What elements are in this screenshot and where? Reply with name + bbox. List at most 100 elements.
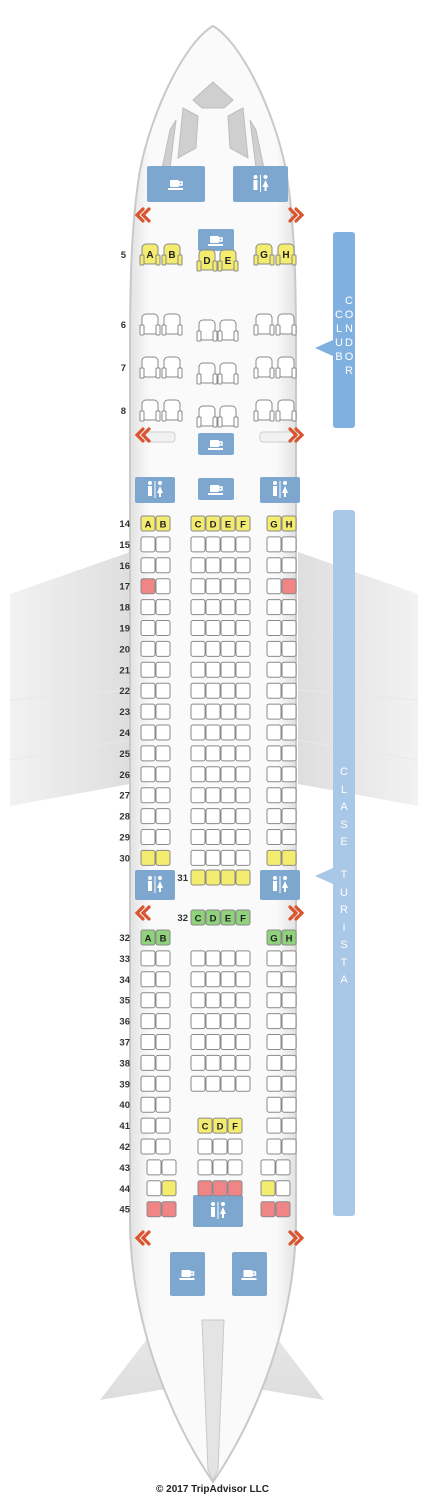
seat[interactable]: [140, 682, 156, 699]
seat[interactable]: [220, 829, 236, 845]
seat[interactable]: [235, 578, 251, 595]
seat[interactable]: [140, 1096, 156, 1113]
seat[interactable]: [281, 1034, 297, 1050]
club-seat[interactable]: [139, 313, 161, 336]
seat[interactable]: [155, 1054, 171, 1071]
seat[interactable]: [235, 557, 251, 574]
seat[interactable]: [140, 640, 156, 657]
seat[interactable]: [281, 703, 297, 720]
seat[interactable]: [140, 992, 156, 1009]
seat[interactable]: [205, 1013, 221, 1030]
seat[interactable]: [140, 766, 156, 783]
seat[interactable]: [146, 1159, 162, 1176]
seat[interactable]: [235, 745, 251, 762]
seat[interactable]: [161, 1201, 177, 1218]
seat[interactable]: [235, 1054, 251, 1071]
seat[interactable]: [266, 1075, 282, 1092]
seat[interactable]: [266, 1034, 282, 1050]
seat[interactable]: [281, 745, 297, 762]
seat[interactable]: [281, 992, 297, 1009]
seat[interactable]: [155, 766, 171, 783]
seat[interactable]: [212, 1138, 228, 1155]
seat[interactable]: [190, 578, 206, 595]
seat[interactable]: [266, 745, 282, 762]
seat[interactable]: [140, 1138, 156, 1155]
club-seat[interactable]: [161, 356, 183, 379]
seat[interactable]: [190, 808, 206, 825]
seat[interactable]: A: [140, 515, 156, 532]
seat[interactable]: [281, 620, 297, 636]
seat[interactable]: [140, 829, 156, 845]
seat[interactable]: [235, 829, 251, 845]
seat[interactable]: [281, 578, 297, 595]
seat[interactable]: D: [212, 1117, 228, 1134]
seat[interactable]: D: [205, 515, 221, 532]
seat[interactable]: [266, 578, 282, 595]
seat[interactable]: [235, 971, 251, 988]
club-seat[interactable]: [217, 319, 239, 342]
seat[interactable]: [212, 1159, 228, 1176]
seat[interactable]: [140, 557, 156, 574]
seat[interactable]: [190, 703, 206, 720]
seat[interactable]: [190, 992, 206, 1009]
seat[interactable]: [155, 1013, 171, 1030]
seat[interactable]: [266, 557, 282, 574]
seat[interactable]: [266, 787, 282, 804]
seat[interactable]: [190, 766, 206, 783]
club-seat[interactable]: [196, 405, 218, 428]
seat[interactable]: C: [197, 1117, 213, 1134]
seat[interactable]: [266, 971, 282, 988]
seat[interactable]: [140, 536, 156, 553]
seat[interactable]: [155, 745, 171, 762]
seat[interactable]: [190, 1013, 206, 1030]
seat[interactable]: [155, 950, 171, 967]
seat[interactable]: [227, 1159, 243, 1176]
seat[interactable]: [161, 1159, 177, 1176]
seat[interactable]: [155, 703, 171, 720]
seat[interactable]: [220, 620, 236, 636]
seat[interactable]: [266, 620, 282, 636]
seat[interactable]: [266, 1138, 282, 1155]
seat[interactable]: [140, 787, 156, 804]
seat[interactable]: [205, 849, 221, 866]
seat[interactable]: [140, 1054, 156, 1071]
seat[interactable]: [197, 1138, 213, 1155]
seat[interactable]: [266, 1096, 282, 1113]
seat[interactable]: [205, 1054, 221, 1071]
seat[interactable]: [146, 1180, 162, 1197]
club-seat[interactable]: [217, 405, 239, 428]
club-seat[interactable]: [275, 313, 297, 336]
club-seat[interactable]: [253, 313, 275, 336]
seat[interactable]: [235, 808, 251, 825]
seat[interactable]: [281, 661, 297, 678]
seat[interactable]: [155, 620, 171, 636]
seat[interactable]: F: [235, 909, 251, 926]
club-seat[interactable]: [139, 356, 161, 379]
seat[interactable]: [281, 1138, 297, 1155]
seat[interactable]: [220, 787, 236, 804]
seat[interactable]: [205, 1034, 221, 1050]
club-seat[interactable]: [196, 362, 218, 385]
club-seat[interactable]: G: [253, 243, 275, 266]
seat[interactable]: [266, 703, 282, 720]
seat[interactable]: [266, 1054, 282, 1071]
seat[interactable]: [220, 661, 236, 678]
seat[interactable]: F: [235, 515, 251, 532]
seat[interactable]: [205, 724, 221, 741]
seat[interactable]: [281, 599, 297, 616]
seat[interactable]: [220, 703, 236, 720]
seat[interactable]: [146, 1201, 162, 1218]
seat[interactable]: [281, 829, 297, 845]
seat[interactable]: [155, 849, 171, 866]
seat[interactable]: [190, 724, 206, 741]
seat[interactable]: [155, 1075, 171, 1092]
seat[interactable]: [140, 808, 156, 825]
seat[interactable]: H: [281, 515, 297, 532]
seat[interactable]: [235, 724, 251, 741]
seat[interactable]: G: [266, 929, 282, 946]
seat[interactable]: [212, 1180, 228, 1197]
seat[interactable]: [205, 766, 221, 783]
seat[interactable]: [190, 640, 206, 657]
seat[interactable]: [235, 640, 251, 657]
seat[interactable]: [220, 536, 236, 553]
